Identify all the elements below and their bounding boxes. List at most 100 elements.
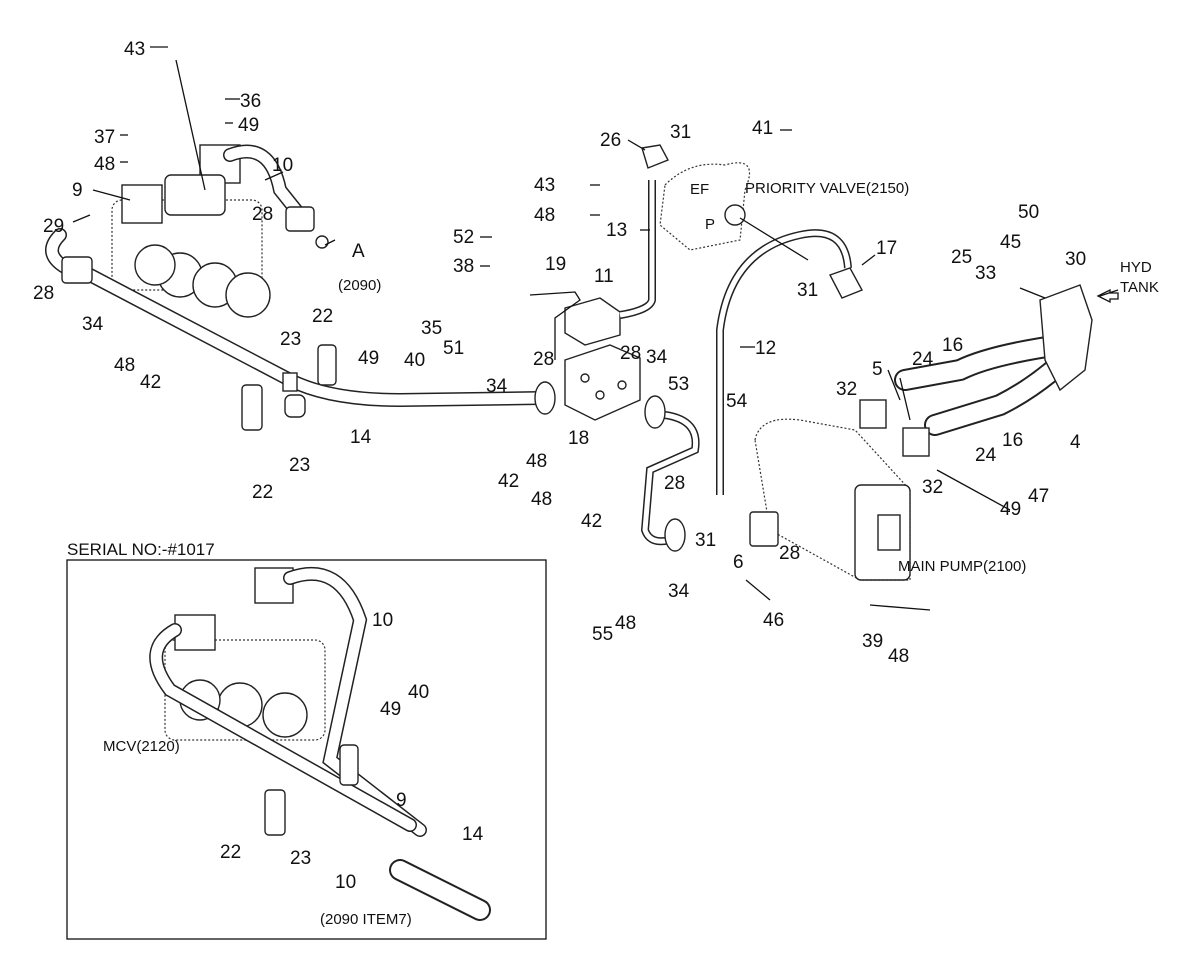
callout: 29 [43,216,64,237]
callout: 42 [498,471,519,492]
callout: 54 [726,391,748,412]
callout: 49 [380,699,401,720]
callout: 10 [335,872,356,893]
callout: 35 [421,318,442,339]
callout: 37 [94,127,115,148]
callout: (2090 ITEM7) [320,911,412,928]
valve-name-label: PRIORITY VALVE(2150) [745,180,909,197]
callout: 22 [312,306,333,327]
hose-53 [640,395,700,552]
block-18 [529,291,641,421]
callout: 48 [114,355,135,376]
callout: 38 [453,256,474,277]
callout: 18 [568,428,589,449]
callout: 32 [836,379,857,400]
callout: 19 [545,254,566,275]
callout: 34 [82,314,104,335]
callout: 14 [350,427,372,448]
callout: 51 [443,338,464,359]
clamps [241,344,337,431]
callout: 55 [592,624,613,645]
callout: 22 [252,482,273,503]
callout: 26 [600,130,621,151]
callout: 31 [695,530,716,551]
callout: 50 [1018,202,1039,223]
callout: 47 [1028,486,1049,507]
callout: 41 [752,118,773,139]
callout: 40 [404,350,425,371]
callout: 48 [531,489,552,510]
hose-12 [716,217,863,495]
callout: 28 [533,349,554,370]
main-pump [749,418,911,581]
callout: 40 [408,682,429,703]
callout: 49 [358,348,379,369]
callout: 6 [733,552,744,573]
callout: 31 [670,122,691,143]
callout: A [352,241,365,262]
callout: 23 [290,848,311,869]
callout: 9 [396,790,407,811]
callout: 42 [140,372,161,393]
callout: 23 [289,455,310,476]
callout: 16 [942,335,963,356]
callout: 32 [922,477,943,498]
callout: 25 [951,247,972,268]
callout: 48 [534,205,555,226]
leader-lines [72,46,1119,611]
callout: 48 [94,154,115,175]
callout: 24 [975,445,997,466]
tube-10 [223,144,329,249]
callout: 53 [668,374,689,395]
callout: (2090) [338,277,381,294]
callout: 9 [72,180,83,201]
callout: 39 [862,631,883,652]
callout: EF [690,181,709,198]
callout: 31 [797,280,818,301]
callout: 24 [912,349,934,370]
callout: 10 [372,610,393,631]
callout: 49 [1000,499,1021,520]
callout: 48 [526,451,547,472]
pump-name-label: MAIN PUMP(2100) [898,558,1026,575]
callout: 28 [620,343,641,364]
callout: 48 [888,646,909,667]
callout: 11 [594,266,614,287]
callout: 45 [1000,232,1021,253]
priority-valve [659,162,750,251]
callout: 16 [1002,430,1023,451]
callout: 52 [453,227,474,248]
callout: 46 [763,610,784,631]
tank-arrow-icon [1096,288,1119,304]
callout: 14 [462,824,484,845]
callout: 22 [220,842,241,863]
hose-13-11 [619,144,669,319]
callout-labels: 43 36 49 37 48 9 10 29 28 A (2090) 28 34… [33,39,1159,667]
pump-suction-pipes [859,284,1093,457]
callout: 13 [606,220,627,241]
callout: 28 [779,543,800,564]
callout: 48 [615,613,636,634]
callout: 43 [124,39,145,60]
callout: 28 [252,204,273,225]
callout: 4 [1070,432,1081,453]
mcv-label: MCV(2120) [103,738,180,755]
callout: 36 [240,91,261,112]
callout: 5 [872,359,883,380]
callout: 28 [664,473,685,494]
callout: 34 [646,347,668,368]
callout: 43 [534,175,555,196]
inset-serial-1017: SERIAL NO:-#1017 10 40 49 MCV(2120) 9 14… [66,540,547,940]
callout: 34 [486,376,508,397]
callout: P [705,216,715,233]
callout: 28 [33,283,54,304]
tank-label: TANK [1120,279,1159,296]
inset-title: SERIAL NO:-#1017 [67,540,215,559]
callout: 10 [272,155,293,176]
callout: 49 [238,115,259,136]
callout: 17 [876,238,897,259]
tank-label: HYD [1120,259,1152,276]
mcv-valve-block [111,144,271,318]
